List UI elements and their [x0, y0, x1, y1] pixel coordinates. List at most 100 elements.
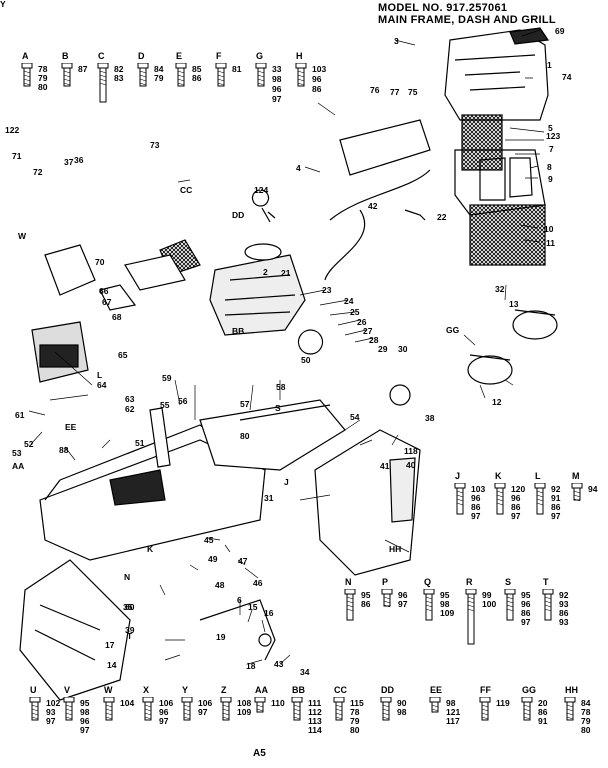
hardware-part-number: 98: [440, 599, 450, 609]
bolt-icon: [423, 589, 435, 621]
hardware-letter: B: [62, 51, 69, 61]
hardware-letter: T: [543, 577, 549, 587]
callout-number: 17: [105, 640, 115, 650]
hardware-letter: F: [216, 51, 222, 61]
callout-number: AA: [12, 461, 25, 471]
hardware-part-number: 85: [192, 64, 202, 74]
hardware-letter: Q: [424, 577, 432, 587]
hardware-letter: Y: [182, 685, 189, 695]
callout-number: 58: [276, 382, 286, 392]
callout-number: 2: [263, 267, 268, 277]
hardware-part-number: 91: [538, 716, 548, 726]
callout-number: 12: [492, 397, 502, 407]
callout-number: 28: [369, 335, 379, 345]
hardware-letter: U: [30, 685, 37, 695]
hardware-part-number: 87: [78, 64, 88, 74]
hardware-letter: S: [505, 577, 512, 587]
bolt-icon: [333, 697, 345, 721]
hardware-part-number: 86: [192, 73, 202, 83]
hardware-part-number: 104: [120, 698, 135, 708]
hardware-part-number: 95: [80, 698, 90, 708]
hardware-part-number: 102: [46, 698, 61, 708]
callout-number: 24: [344, 296, 354, 306]
hardware-part-number: 108: [237, 698, 252, 708]
hardware-part-number: 112: [308, 707, 322, 717]
hardware-part-number: 93: [559, 617, 569, 627]
bolt-icon: [295, 63, 307, 87]
hardware-part-number: 96: [521, 599, 531, 609]
callout-number: 61: [15, 410, 25, 420]
hardware-part-number: 117: [446, 716, 460, 726]
callout-number: 38: [425, 413, 435, 423]
callout-number: 35: [123, 602, 133, 612]
hardware-letter: G: [256, 51, 264, 61]
hardware-part-number: 86: [538, 707, 548, 717]
hardware-part-number: 82: [114, 64, 124, 74]
hardware-part-number: 97: [159, 716, 169, 726]
bolt-icon: [181, 697, 193, 721]
hardware-part-number: 110: [271, 698, 285, 708]
hardware-part-number: 80: [350, 725, 360, 735]
hardware-part-number: 86: [551, 502, 561, 512]
hardware-part-number: 99: [482, 590, 492, 600]
callout-number: 49: [208, 554, 218, 564]
hardware-letter: DD: [381, 685, 394, 695]
hardware-letter: E: [176, 51, 183, 61]
page-number: A5: [253, 748, 266, 759]
callout-number: 122: [5, 125, 20, 135]
callout-number: 18: [246, 661, 256, 671]
hardware-part-number: 33: [272, 64, 282, 74]
callout-number: 4: [296, 163, 301, 173]
bolt-icon: [479, 697, 491, 721]
callout-number: 54: [350, 412, 360, 422]
model-number: MODEL NO. 917.257061: [378, 2, 508, 14]
hardware-part-number: 98: [397, 707, 407, 717]
callout-number: 75: [408, 87, 418, 97]
hardware-part-number: 98: [272, 74, 282, 84]
callout-number: 50: [301, 355, 311, 365]
hardware-part-number: 96: [471, 493, 481, 503]
callout-number: 14: [107, 660, 117, 670]
bolt-icon: [534, 483, 546, 515]
hardware-part-number: 78: [581, 707, 591, 717]
bolt-icon: [380, 697, 392, 721]
hardware-part-number: 95: [521, 590, 531, 600]
hardware-letter: GG: [522, 685, 537, 695]
hardware-part-number: 96: [312, 74, 322, 84]
muffler-illustration: [467, 309, 558, 385]
bolt-icon: [255, 63, 267, 87]
callout-number: J: [284, 477, 289, 487]
hardware-part-number: 94: [588, 484, 598, 494]
hardware-part-number: 103: [312, 64, 327, 74]
hardware-part-number: 80: [581, 725, 591, 735]
callout-number: 80: [240, 431, 250, 441]
hardware-part-number: 120: [511, 484, 526, 494]
callout-number: 32: [495, 284, 505, 294]
hardware-part-number: 111: [308, 698, 322, 708]
callout-number: 9: [548, 174, 553, 184]
callout-number: 72: [33, 167, 43, 177]
bolt-icon: [175, 63, 187, 87]
callout-number: 26: [357, 317, 367, 327]
callout-number: 65: [118, 350, 128, 360]
hardware-part-number: 100: [482, 599, 497, 609]
hardware-part-number: 96: [398, 590, 408, 600]
callout-number: 11: [546, 238, 555, 248]
hardware-letter: J: [455, 471, 461, 481]
callout-number: 30: [398, 344, 408, 354]
callout-number: 40: [406, 460, 416, 470]
callout-number: CC: [180, 185, 193, 195]
hardware-part-number: 78: [350, 707, 360, 717]
callout-number: 88: [59, 445, 69, 455]
hardware-letter: AA: [255, 685, 268, 695]
grill-illustration: [454, 114, 546, 266]
hardware-part-number: 106: [198, 698, 213, 708]
hardware-part-number: 96: [272, 84, 282, 94]
callout-number: 124: [254, 185, 269, 195]
callout-number: 21: [281, 268, 291, 278]
callout-number: 23: [322, 285, 332, 295]
bolt-icon: [103, 697, 115, 721]
hardware-letter: P: [382, 577, 389, 587]
callout-number: 43: [274, 659, 284, 669]
hardware-part-number: 109: [237, 707, 252, 717]
